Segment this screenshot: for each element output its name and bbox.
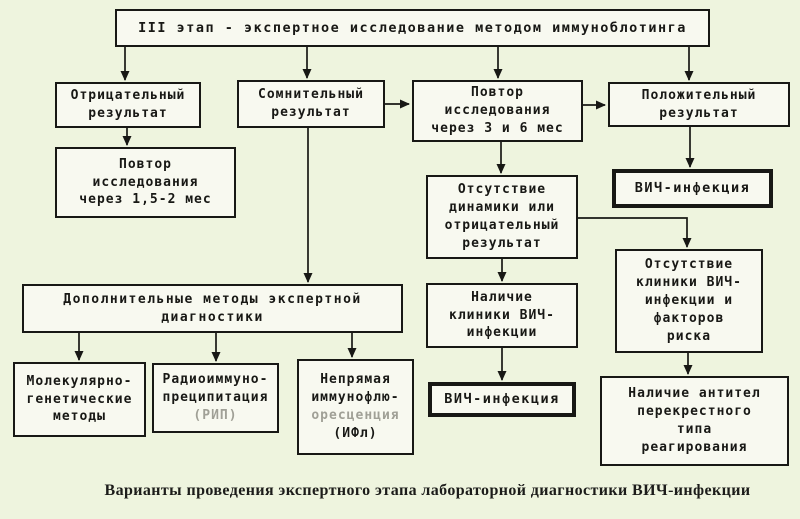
box-indirect-immunofluorescence: Непрямая иммунофлю- оресценция (ИФл) [297, 359, 414, 455]
no-dynamics-label: Отсутствие динамики или отрицательный ре… [444, 182, 560, 251]
hiv-infection-right-label: ВИЧ-инфекция [634, 180, 751, 197]
figure-caption: Варианты проведения экспертного этапа ла… [104, 482, 751, 499]
negative-result-label: Отрицательный результат [70, 88, 186, 121]
box-repeat-1-5-2-months: Повтор исследования через 1,5-2 мес [55, 147, 236, 218]
box-repeat-3-6-months: Повтор исследования через 3 и 6 мес [412, 80, 583, 142]
box-no-dynamics: Отсутствие динамики или отрицательный ре… [426, 175, 578, 259]
hiv-infection-middle-label: ВИЧ-инфекция [444, 391, 560, 408]
questionable-result-label: Сомнительный результат [258, 87, 364, 120]
clinic-present-label: Наличие клиники ВИЧ- инфекции [449, 289, 555, 341]
radioimmunoprecipitation-abbr: (РИП) [193, 407, 238, 423]
box-molecular-genetic-methods: Молекулярно- генетические методы [13, 362, 146, 437]
cross-reacting-antibodies-label: Наличие антител перекрестного типа реаги… [628, 386, 761, 455]
repeat-3-6-months-label: Повтор исследования через 3 и 6 мес [431, 85, 564, 136]
box-no-clinic-no-risk: Отсутствие клиники ВИЧ- инфекции и факто… [615, 249, 763, 353]
indirect-immunofluorescence-label: Непрямая иммунофлю- [311, 372, 400, 406]
box-hiv-infection-middle: ВИЧ-инфекция [428, 382, 576, 417]
box-positive-result: Положительный результат [608, 82, 790, 127]
box-hiv-infection-right: ВИЧ-инфекция [612, 169, 773, 208]
box-additional-methods: Дополнительные методы экспертной диагнос… [22, 284, 403, 333]
box-cross-reacting-antibodies: Наличие антител перекрестного типа реаги… [600, 376, 789, 466]
molecular-genetic-methods-label: Молекулярно- генетические методы [26, 373, 133, 425]
no-clinic-no-risk-label: Отсутствие клиники ВИЧ- инфекции и факто… [636, 257, 742, 344]
indirect-immunofluorescence-abbr: (ИФл) [333, 425, 378, 441]
indirect-immunofluorescence-faded: оресценция [311, 408, 400, 423]
additional-methods-label: Дополнительные методы экспертной диагнос… [63, 291, 362, 325]
radioimmunoprecipitation-label: Радиоиммуно- преципитация [162, 372, 269, 406]
box-negative-result: Отрицательный результат [55, 82, 201, 128]
box-radioimmunoprecipitation: Радиоиммуно- преципитация (РИП) [152, 363, 279, 433]
edge-nodynamics-noclinic [578, 217, 692, 248]
stage-title-label: III этап - экспертное исследование метод… [138, 19, 687, 36]
box-stage-title: III этап - экспертное исследование метод… [115, 9, 710, 47]
positive-result-label: Положительный результат [641, 87, 757, 121]
box-questionable-result: Сомнительный результат [237, 80, 385, 128]
repeat-1-5-2-months-label: Повтор исследования через 1,5-2 мес [79, 156, 212, 208]
box-clinic-present: Наличие клиники ВИЧ- инфекции [426, 283, 578, 348]
